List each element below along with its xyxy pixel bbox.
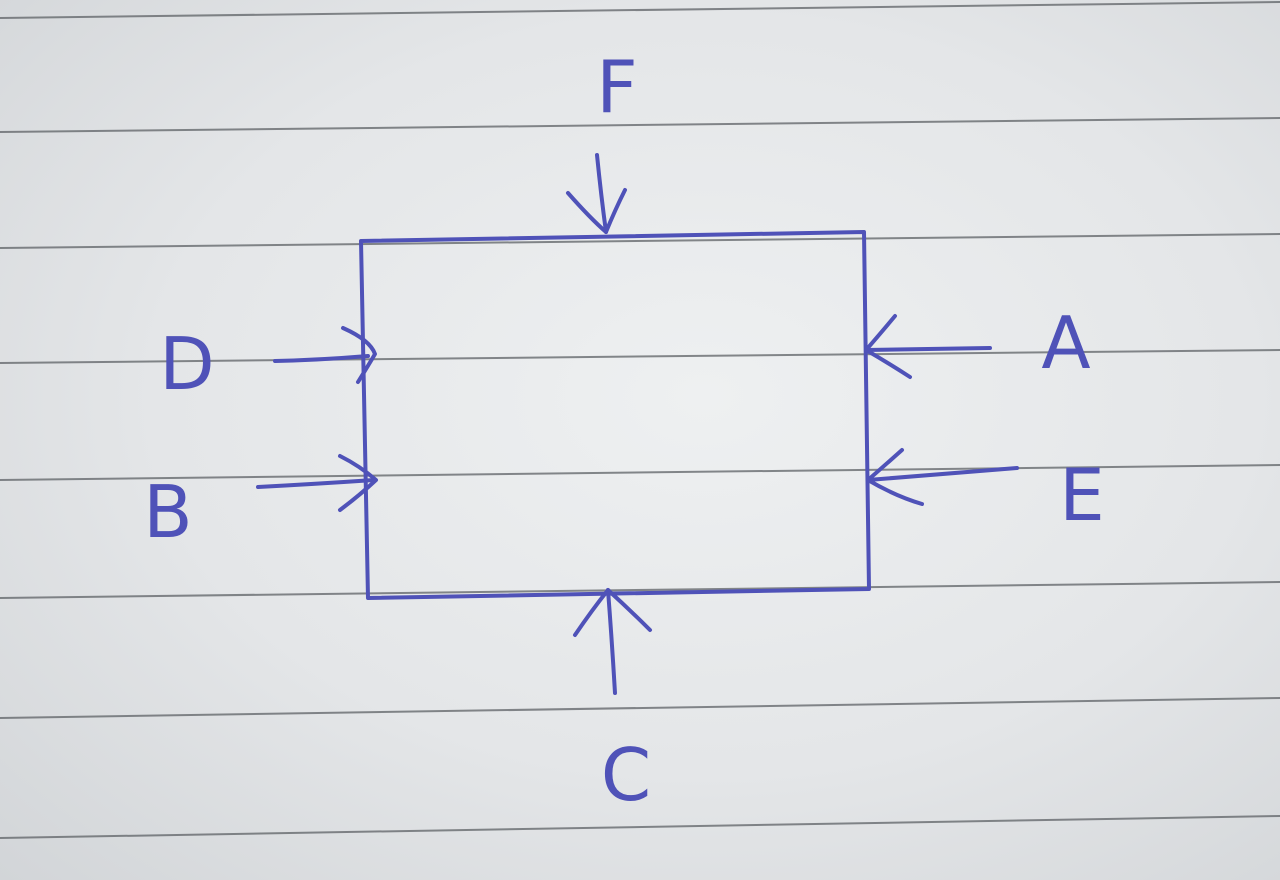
- label-f: F: [596, 45, 637, 129]
- label-e: E: [1059, 453, 1105, 537]
- label-b: B: [143, 470, 192, 554]
- arrow-d: [273, 326, 377, 384]
- arrow-e: [866, 448, 1019, 506]
- rectangle-body: [359, 230, 871, 600]
- arrow-f: [566, 153, 627, 234]
- ruled-lines: [0, 1, 1280, 839]
- arrow-a: [864, 314, 992, 379]
- label-c: C: [601, 733, 651, 817]
- arrow-c: [573, 588, 652, 695]
- label-d: D: [159, 322, 214, 406]
- label-a: A: [1041, 301, 1090, 385]
- arrow-b: [256, 454, 378, 512]
